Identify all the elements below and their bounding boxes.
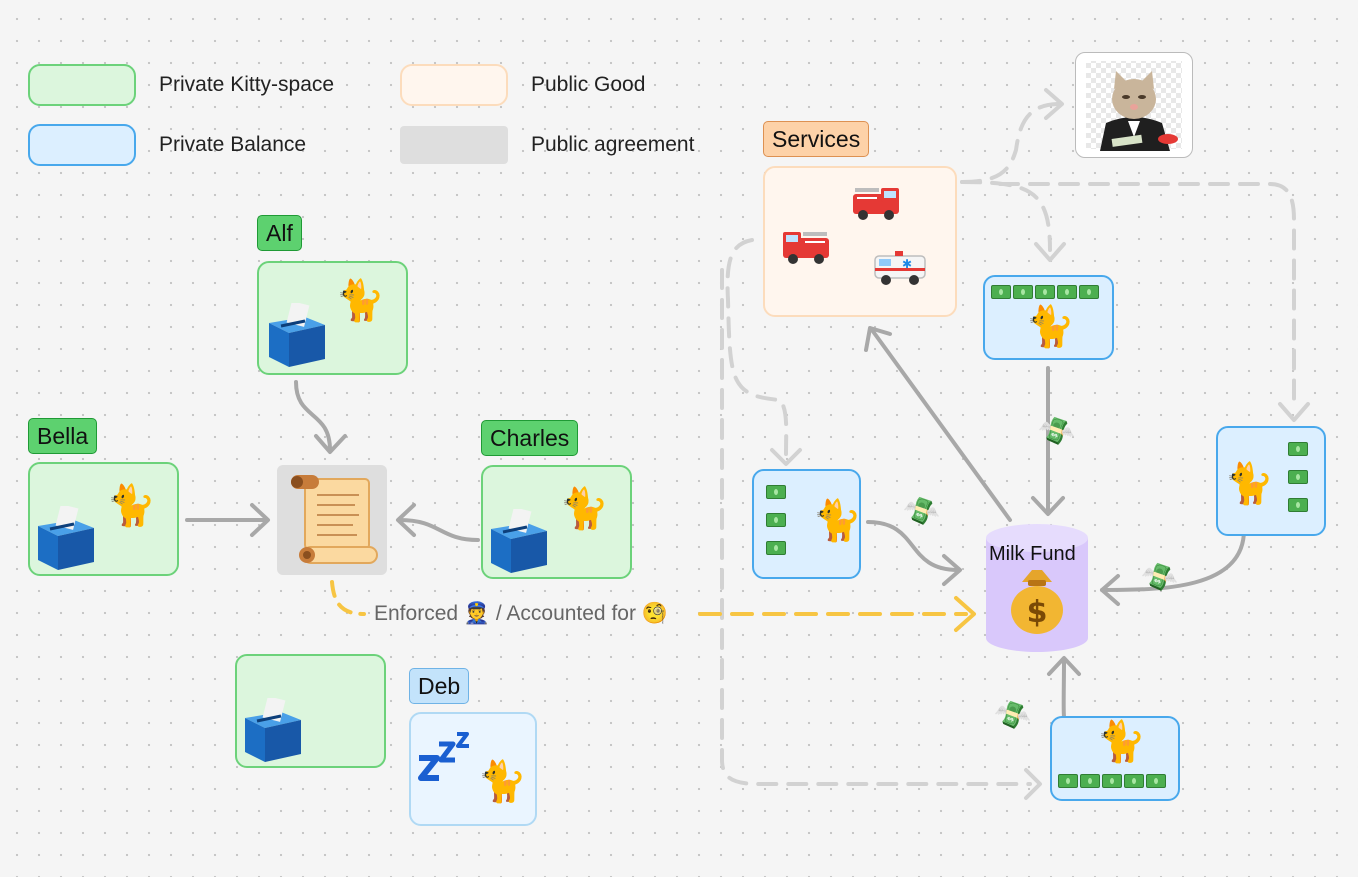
arrow-alf-to-agreement bbox=[294, 380, 332, 452]
node-label-bella: Bella bbox=[28, 418, 98, 454]
node-deb[interactable]: 🐈 bbox=[409, 712, 537, 826]
legend-label-public-good: Public Good bbox=[531, 73, 646, 96]
money-column bbox=[1288, 442, 1308, 512]
cat-icon: 🐈 bbox=[335, 279, 385, 323]
cat-icon: 🐈 bbox=[812, 499, 862, 543]
legend-label-private-balance: Private Balance bbox=[159, 133, 307, 156]
scroll-icon bbox=[291, 475, 378, 564]
cat-icon: 🐈 bbox=[106, 484, 156, 528]
legend-swatch-kitty-space bbox=[28, 64, 136, 106]
legend-label-public-agreement: Public agreement bbox=[531, 133, 695, 156]
arrow-right-balance-to-fund bbox=[1100, 528, 1246, 592]
arrow-left-balance-to-fund bbox=[866, 520, 960, 572]
milk-fund-label: Milk Fund bbox=[989, 543, 1076, 565]
money-column bbox=[766, 485, 786, 555]
arrowhead-bella bbox=[250, 503, 270, 537]
arrowhead-fund-top bbox=[1031, 496, 1065, 516]
fat-cat-icon bbox=[1086, 61, 1182, 151]
enforced-arrowhead bbox=[954, 596, 976, 632]
dollar-banknote-icon bbox=[1102, 774, 1122, 788]
node-label-alf: Alf bbox=[257, 215, 302, 251]
arrowhead-charles bbox=[396, 503, 416, 537]
node-services[interactable]: ✱ bbox=[763, 166, 957, 317]
node-deb-kitty-space[interactable] bbox=[235, 654, 386, 768]
balance-left[interactable]: 🐈 bbox=[752, 469, 862, 579]
ballot-box-icon bbox=[269, 303, 325, 367]
arrowhead-services bbox=[864, 326, 892, 352]
dollar-banknote-icon bbox=[1080, 774, 1100, 788]
ballot-box-icon bbox=[38, 506, 94, 570]
dashed-arrowhead-left-balance bbox=[770, 448, 802, 466]
dollar-banknote-icon bbox=[1288, 442, 1308, 456]
dollar-banknote-icon bbox=[1079, 285, 1099, 299]
dollar-banknote-icon bbox=[766, 513, 786, 527]
arrowhead-fund-bottom bbox=[1047, 656, 1081, 676]
ballot-box-icon bbox=[245, 698, 301, 762]
fat-cat-photo bbox=[1075, 52, 1193, 158]
zzz-icon bbox=[418, 732, 469, 781]
legend-swatch-public-agreement bbox=[400, 126, 508, 164]
dashed-services-to-photo bbox=[960, 102, 1062, 184]
dollar-banknote-icon bbox=[766, 485, 786, 499]
cat-icon: 🐈 bbox=[1025, 305, 1075, 349]
arrow-fund-to-services bbox=[870, 328, 1012, 522]
dollar-banknote-icon bbox=[1146, 774, 1166, 788]
node-label-services: Services bbox=[763, 121, 870, 157]
money-bag-icon: $ bbox=[1011, 570, 1063, 634]
legend-label-kitty-space: Private Kitty-space bbox=[159, 73, 335, 96]
dashed-arrowhead-photo bbox=[1044, 88, 1064, 120]
cat-icon: 🐈 bbox=[477, 760, 527, 804]
money-row bbox=[991, 285, 1099, 299]
fire-engine-icon bbox=[783, 232, 829, 264]
dollar-banknote-icon bbox=[1288, 498, 1308, 512]
svg-text:✱: ✱ bbox=[902, 257, 912, 271]
node-alf[interactable]: 🐈 bbox=[257, 261, 408, 375]
dashed-services-to-top-balance bbox=[960, 180, 1052, 252]
arrowhead-fund-left bbox=[942, 554, 962, 586]
enforced-arrow bbox=[330, 580, 366, 616]
cat-icon: 🐈 bbox=[1096, 720, 1146, 764]
cat-icon: 🐈 bbox=[559, 487, 609, 531]
ambulance-icon: ✱ bbox=[874, 251, 926, 285]
node-label-charles: Charles bbox=[481, 420, 579, 456]
dashed-arrowhead-bottom-balance bbox=[1024, 768, 1042, 800]
node-charles[interactable]: 🐈 bbox=[481, 465, 632, 579]
money-row bbox=[1058, 774, 1166, 788]
enforced-annotation: Enforced 👮 / Accounted for 🧐 bbox=[370, 602, 672, 626]
dollar-banknote-icon bbox=[766, 541, 786, 555]
arrow-charles-to-agreement bbox=[398, 518, 480, 542]
ballot-box-icon bbox=[491, 509, 547, 573]
dollar-banknote-icon bbox=[1058, 774, 1078, 788]
dashed-services-to-bottom-balance bbox=[720, 268, 1032, 786]
dashed-services-to-left-balance bbox=[725, 238, 789, 456]
milk-fund[interactable]: $ bbox=[984, 522, 1090, 654]
dollar-banknote-icon bbox=[991, 285, 1011, 299]
dashed-services-to-right-balance bbox=[998, 182, 1296, 412]
balance-right[interactable]: 🐈 bbox=[1216, 426, 1326, 536]
cat-icon: 🐈 bbox=[1224, 462, 1274, 506]
node-label-deb: Deb bbox=[409, 668, 470, 704]
dollar-banknote-icon bbox=[1288, 470, 1308, 484]
node-bella[interactable]: 🐈 bbox=[28, 462, 179, 576]
dollar-banknote-icon bbox=[1057, 285, 1077, 299]
arrowhead-alf bbox=[314, 434, 347, 454]
legend-swatch-private-balance bbox=[28, 124, 136, 166]
dashed-arrowhead-right-balance bbox=[1278, 402, 1310, 422]
fire-engine-icon bbox=[853, 188, 899, 220]
dashed-arrowhead-top-balance bbox=[1034, 242, 1066, 262]
dollar-banknote-icon bbox=[1035, 285, 1055, 299]
public-agreement[interactable] bbox=[277, 465, 387, 575]
arrowhead-fund-right bbox=[1100, 574, 1120, 606]
legend-swatch-public-good bbox=[400, 64, 508, 106]
balance-top[interactable]: 🐈 bbox=[983, 275, 1114, 360]
dollar-banknote-icon bbox=[1124, 774, 1144, 788]
dollar-banknote-icon bbox=[1013, 285, 1033, 299]
svg-text:$: $ bbox=[1027, 595, 1048, 630]
balance-bottom[interactable]: 🐈 bbox=[1050, 716, 1180, 801]
